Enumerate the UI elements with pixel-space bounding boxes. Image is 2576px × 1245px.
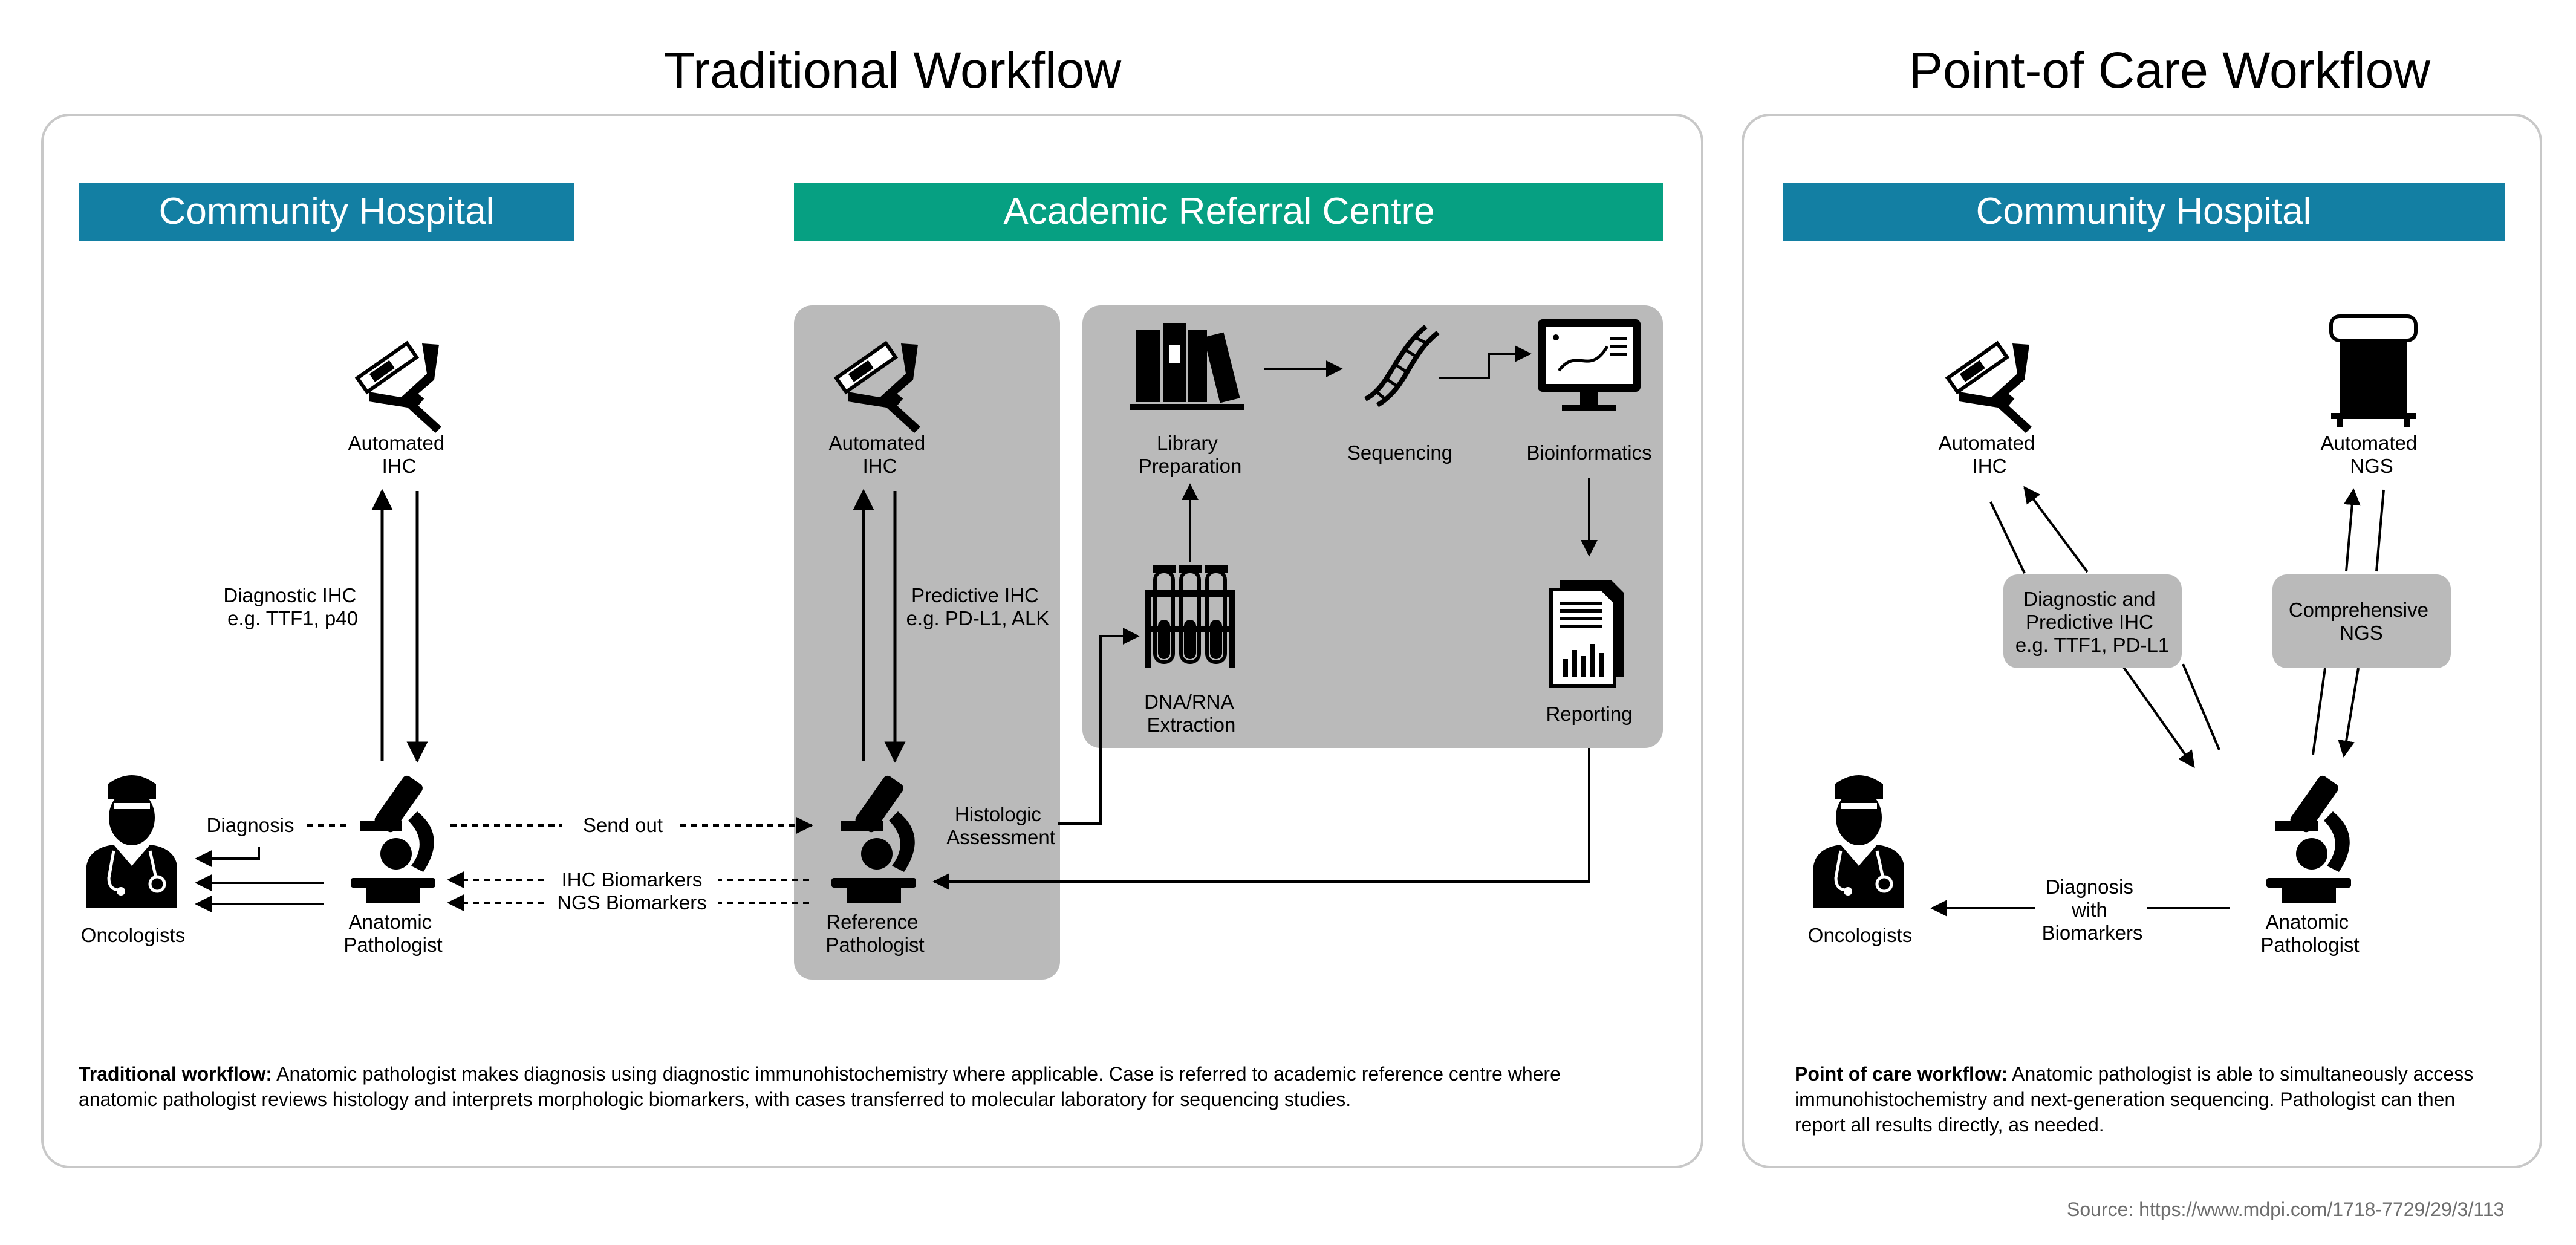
traditional-title: Traditional Workflow xyxy=(664,42,1122,99)
sequencing-to-bioinformatics-arrow xyxy=(1439,345,1532,379)
histologic-assessment-label: Histologic Assessment xyxy=(946,803,1055,848)
histologic-to-extraction-arrow xyxy=(1058,628,1140,825)
diagnosis-label: Diagnosis xyxy=(207,814,294,836)
community-hospital-header xyxy=(79,183,574,241)
poc-ngs-line-lower xyxy=(2312,668,2326,755)
reporting-label: Reporting xyxy=(1546,703,1632,725)
ihc-biomarkers-label: IHC Biomarkers xyxy=(562,868,703,891)
poc-ngs-line-upper xyxy=(2375,489,2385,572)
diagnosis-arrow xyxy=(195,847,260,867)
poc-from-ihc-arrow-lower xyxy=(2120,663,2195,769)
community-hospital-header-label: Community Hospital xyxy=(159,190,495,232)
anatomic-pathologist-label: Anatomic Pathologist xyxy=(343,911,442,956)
reference-automated-ihc-label: Automated IHC xyxy=(829,432,931,477)
poc-automated-ihc-label: Automated IHC xyxy=(1939,432,2041,477)
poc-ihc-line-upper xyxy=(1989,501,2026,574)
automated-ngs-icon xyxy=(2331,316,2416,427)
send-out-label: Send out xyxy=(583,814,663,836)
poc-community-hospital-header xyxy=(1783,183,2505,241)
predictive-ihc-label: Predictive IHC e.g. PD-L1, ALK xyxy=(906,584,1050,629)
poc-diagnosis-label: Diagnosis with Biomarkers xyxy=(2042,876,2143,944)
bioinformatics-label: Bioinformatics xyxy=(1526,441,1651,464)
poc-caption-bold: Point of care workflow: xyxy=(1795,1063,2008,1085)
poc-oncologists-label: Oncologists xyxy=(1808,924,1912,946)
academic-referral-header-label: Academic Referral Centre xyxy=(1003,190,1434,232)
automated-ngs-label: Automated NGS xyxy=(2321,432,2423,477)
source-citation: Source: https://www.mdpi.com/1718-7729/2… xyxy=(2067,1198,2505,1220)
dna-rna-extraction-label: DNA/RNA Extraction xyxy=(1144,691,1238,736)
ngs-biomarkers-label: NGS Biomarkers xyxy=(557,891,707,914)
poc-community-hospital-header-label: Community Hospital xyxy=(1976,190,2312,232)
poc-title: Point-of Care Workflow xyxy=(1909,42,2430,99)
reporting-to-reference-arrow xyxy=(932,748,1590,890)
diagnostic-ihc-label: Diagnostic IHC e.g. TTF1, p40 xyxy=(223,584,362,629)
traditional-caption-text: Anatomic pathologist makes diagnosis usi… xyxy=(79,1063,1561,1110)
poc-ihc-line-lower xyxy=(2182,663,2220,750)
reporting-document-icon xyxy=(1551,580,1624,686)
poc-to-ihc-arrow-upper xyxy=(2023,486,2089,573)
diagnostic-predictive-ihc-label: Diagnostic and Predictive IHC e.g. TTF1,… xyxy=(2015,588,2169,656)
automated-ihc-label: Automated IHC xyxy=(348,432,450,477)
poc-from-ngs-arrow xyxy=(2338,668,2360,758)
academic-referral-header xyxy=(794,183,1663,241)
comprehensive-ngs-label: Comprehensive NGS xyxy=(2289,599,2434,644)
library-preparation-label: Library Preparation xyxy=(1139,432,1242,477)
poc-to-ngs-arrow xyxy=(2343,488,2361,572)
poc-anatomic-pathologist-label: Anatomic Pathologist xyxy=(2260,911,2359,956)
reference-pathologist-label: Reference Pathologist xyxy=(825,911,924,956)
traditional-caption-bold: Traditional workflow: xyxy=(79,1063,273,1085)
poc-caption: Point of care workflow: Anatomic patholo… xyxy=(1795,1061,2496,1137)
poc-caption-text: Anatomic pathologist is able to simultan… xyxy=(1795,1063,2474,1136)
molecular-lab-panel xyxy=(1082,305,1663,748)
traditional-caption: Traditional workflow: Anatomic pathologi… xyxy=(79,1061,1627,1112)
sequencing-label: Sequencing xyxy=(1347,441,1452,464)
oncologists-label: Oncologists xyxy=(81,924,185,946)
comprehensive-ngs-box xyxy=(2272,574,2451,668)
diagnostic-predictive-ihc-box xyxy=(2003,574,2182,668)
